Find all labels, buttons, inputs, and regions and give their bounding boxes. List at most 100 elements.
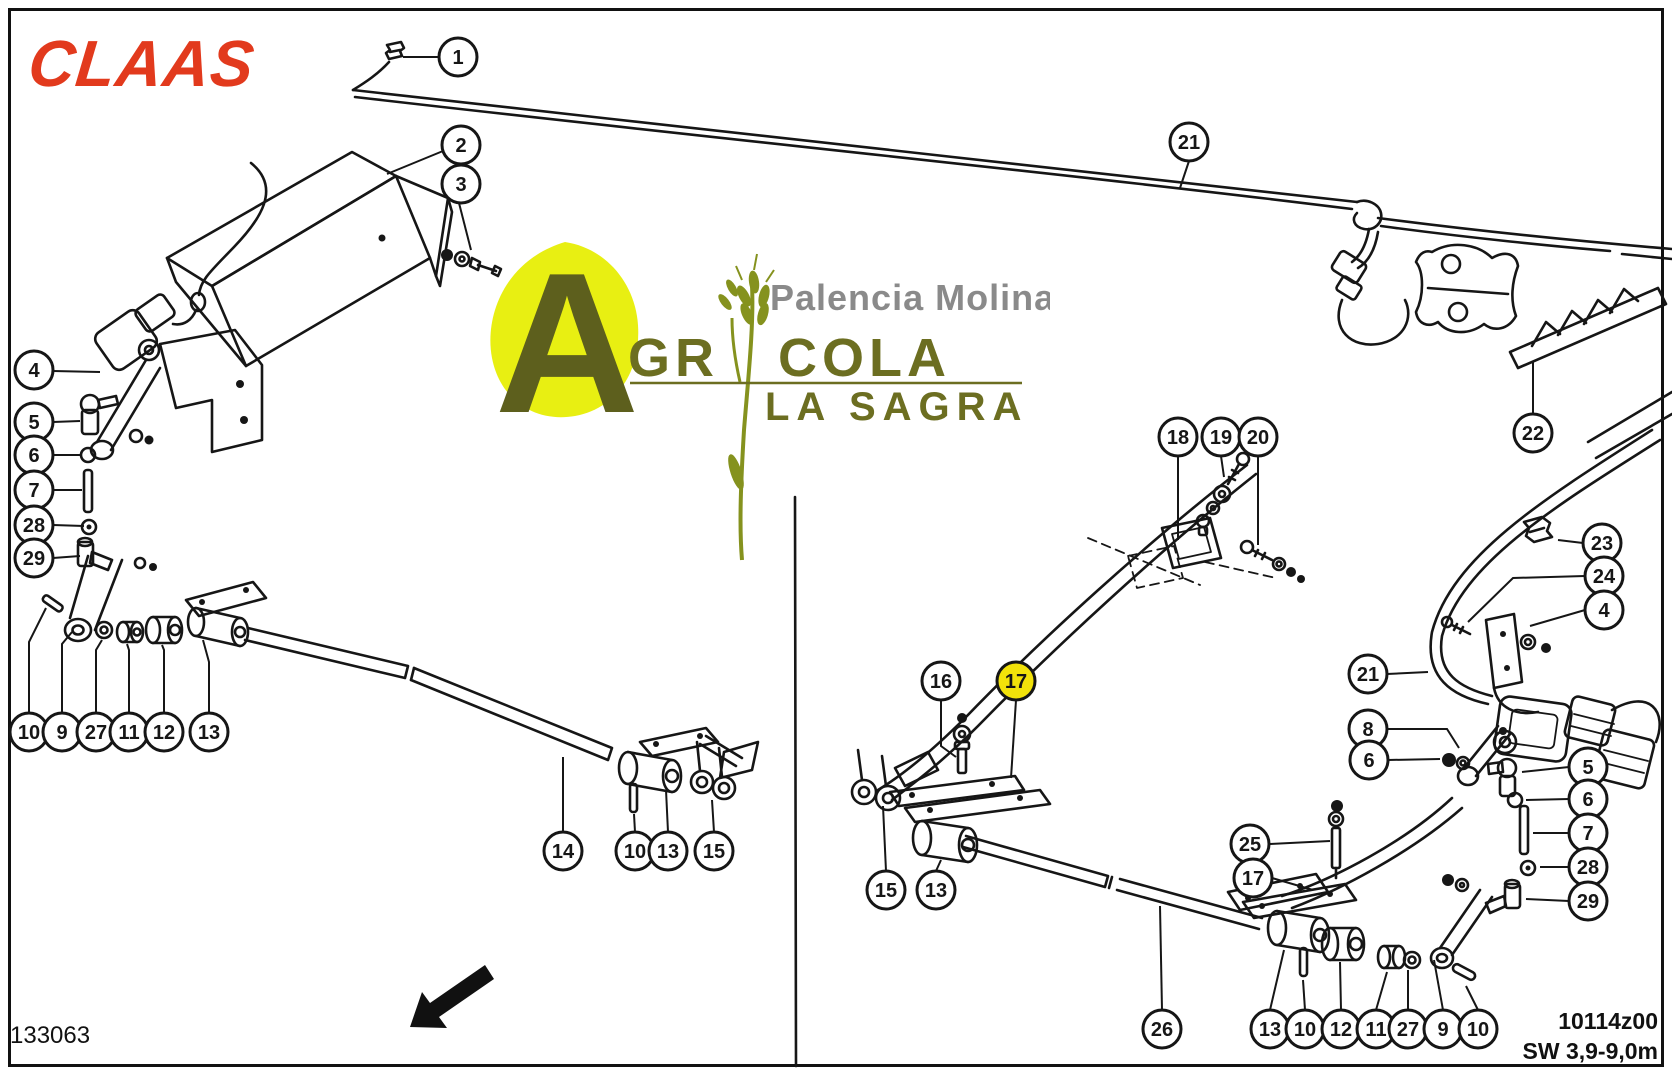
- rod-and-bracket-left: [184, 580, 760, 814]
- callout-11: 11: [108, 643, 150, 753]
- callout-27: 27: [75, 639, 117, 753]
- callout-24: 24: [1467, 555, 1625, 623]
- svg-text:14: 14: [552, 841, 575, 863]
- svg-text:10: 10: [18, 722, 40, 744]
- svg-text:6: 6: [1582, 789, 1593, 811]
- watermark-line1: Palencia Molina: [770, 277, 1050, 318]
- callout-16: 16: [920, 660, 962, 758]
- callout-12: 12: [1320, 961, 1362, 1050]
- callout-12: 12: [143, 644, 185, 753]
- cable-and-switch-right: [1429, 428, 1662, 790]
- watermark-word-suffix: COLA: [778, 328, 951, 388]
- callout-25: 25: [1229, 823, 1331, 865]
- callout-10: 10: [8, 607, 50, 753]
- sensor-switch-assembly-left: [89, 161, 268, 461]
- callout-15: 15: [865, 805, 907, 911]
- svg-text:4: 4: [28, 360, 40, 382]
- bolt-set-3: [441, 249, 503, 278]
- callout-9: 9: [1422, 959, 1464, 1050]
- svg-text:9: 9: [1437, 1019, 1448, 1041]
- document-number: 133063: [10, 1022, 91, 1049]
- direction-arrow: [410, 965, 494, 1028]
- watermark-big-letter: A: [495, 232, 639, 455]
- svg-text:21: 21: [1178, 132, 1200, 154]
- callout-13: 13: [647, 789, 689, 872]
- svg-text:5: 5: [1582, 757, 1593, 779]
- svg-text:1: 1: [452, 47, 463, 69]
- svg-text:3: 3: [455, 174, 466, 196]
- drawing-number: 10114z00: [1558, 1008, 1658, 1034]
- callout-4: 4: [1529, 589, 1625, 631]
- callout-13: 13: [915, 859, 957, 911]
- callout-10: 10: [614, 813, 656, 872]
- svg-text:24: 24: [1593, 566, 1616, 588]
- callout-29: 29: [1525, 880, 1609, 922]
- callout-7: 7: [13, 469, 82, 511]
- svg-text:10: 10: [1294, 1019, 1316, 1041]
- wheat-icon: [718, 253, 775, 561]
- watermark-blob: [490, 242, 639, 418]
- callout-17: 17: [1232, 857, 1314, 899]
- watermark-line2: LA SAGRA: [765, 385, 1028, 429]
- callout-14: 14: [542, 757, 584, 872]
- callout-4: 4: [13, 349, 101, 391]
- callout-13: 13: [188, 639, 230, 753]
- svg-text:12: 12: [1330, 1019, 1352, 1041]
- svg-text:29: 29: [23, 548, 45, 570]
- cover-panel: [165, 150, 454, 368]
- callout-6: 6: [1348, 739, 1441, 781]
- curved-arm-17: [850, 463, 1258, 864]
- callout-27: 27: [1387, 970, 1429, 1050]
- svg-text:26: 26: [1151, 1019, 1173, 1041]
- svg-text:2: 2: [455, 135, 466, 157]
- callout-9: 9: [41, 631, 83, 753]
- svg-text:7: 7: [1582, 823, 1593, 845]
- rod-and-bracket-right: [961, 796, 1464, 954]
- svg-text:19: 19: [1210, 427, 1232, 449]
- svg-text:28: 28: [23, 515, 45, 537]
- callout-3: 3: [440, 163, 482, 251]
- claas-logo: CLAAS: [25, 27, 259, 101]
- section-divider: [793, 495, 798, 1068]
- svg-text:29: 29: [1577, 891, 1599, 913]
- svg-text:15: 15: [703, 841, 725, 863]
- svg-text:25: 25: [1239, 834, 1261, 856]
- callout-21: 21: [1347, 653, 1429, 695]
- callout-22: 22: [1512, 362, 1554, 454]
- callout-20: 20: [1237, 416, 1279, 545]
- callout-10: 10: [1457, 985, 1499, 1050]
- svg-text:16: 16: [930, 671, 952, 693]
- svg-text:17: 17: [1005, 671, 1027, 693]
- callout-10: 10: [1284, 979, 1326, 1050]
- page-border: [8, 8, 1664, 1067]
- knife-section-22: [1508, 286, 1672, 460]
- svg-text:5: 5: [28, 412, 39, 434]
- svg-text:21: 21: [1357, 664, 1379, 686]
- callout-17: 17: [995, 660, 1037, 779]
- callout-28: 28: [13, 504, 85, 546]
- svg-text:18: 18: [1167, 427, 1189, 449]
- callout-7: 7: [1533, 812, 1609, 854]
- svg-text:27: 27: [85, 722, 107, 744]
- svg-text:11: 11: [118, 722, 139, 744]
- callout-5: 5: [13, 401, 81, 443]
- callout-15: 15: [693, 799, 735, 872]
- callout-21: 21: [1168, 121, 1210, 189]
- callout-29: 29: [13, 537, 81, 579]
- svg-text:4: 4: [1598, 600, 1610, 622]
- holder-18-group: [1087, 451, 1305, 589]
- svg-text:13: 13: [925, 880, 947, 902]
- svg-text:23: 23: [1591, 533, 1613, 555]
- working-width: SW 3,9-9,0m: [1522, 1038, 1659, 1064]
- svg-text:17: 17: [1242, 868, 1264, 890]
- callout-19: 19: [1200, 416, 1242, 478]
- svg-text:9: 9: [56, 722, 67, 744]
- callout-1: 1: [403, 36, 479, 78]
- callout-6: 6: [13, 434, 82, 476]
- svg-text:7: 7: [28, 480, 39, 502]
- svg-text:28: 28: [1577, 857, 1599, 879]
- linkage-parts-right-column: [1298, 724, 1537, 982]
- callout-28: 28: [1540, 846, 1609, 888]
- svg-text:22: 22: [1522, 423, 1544, 445]
